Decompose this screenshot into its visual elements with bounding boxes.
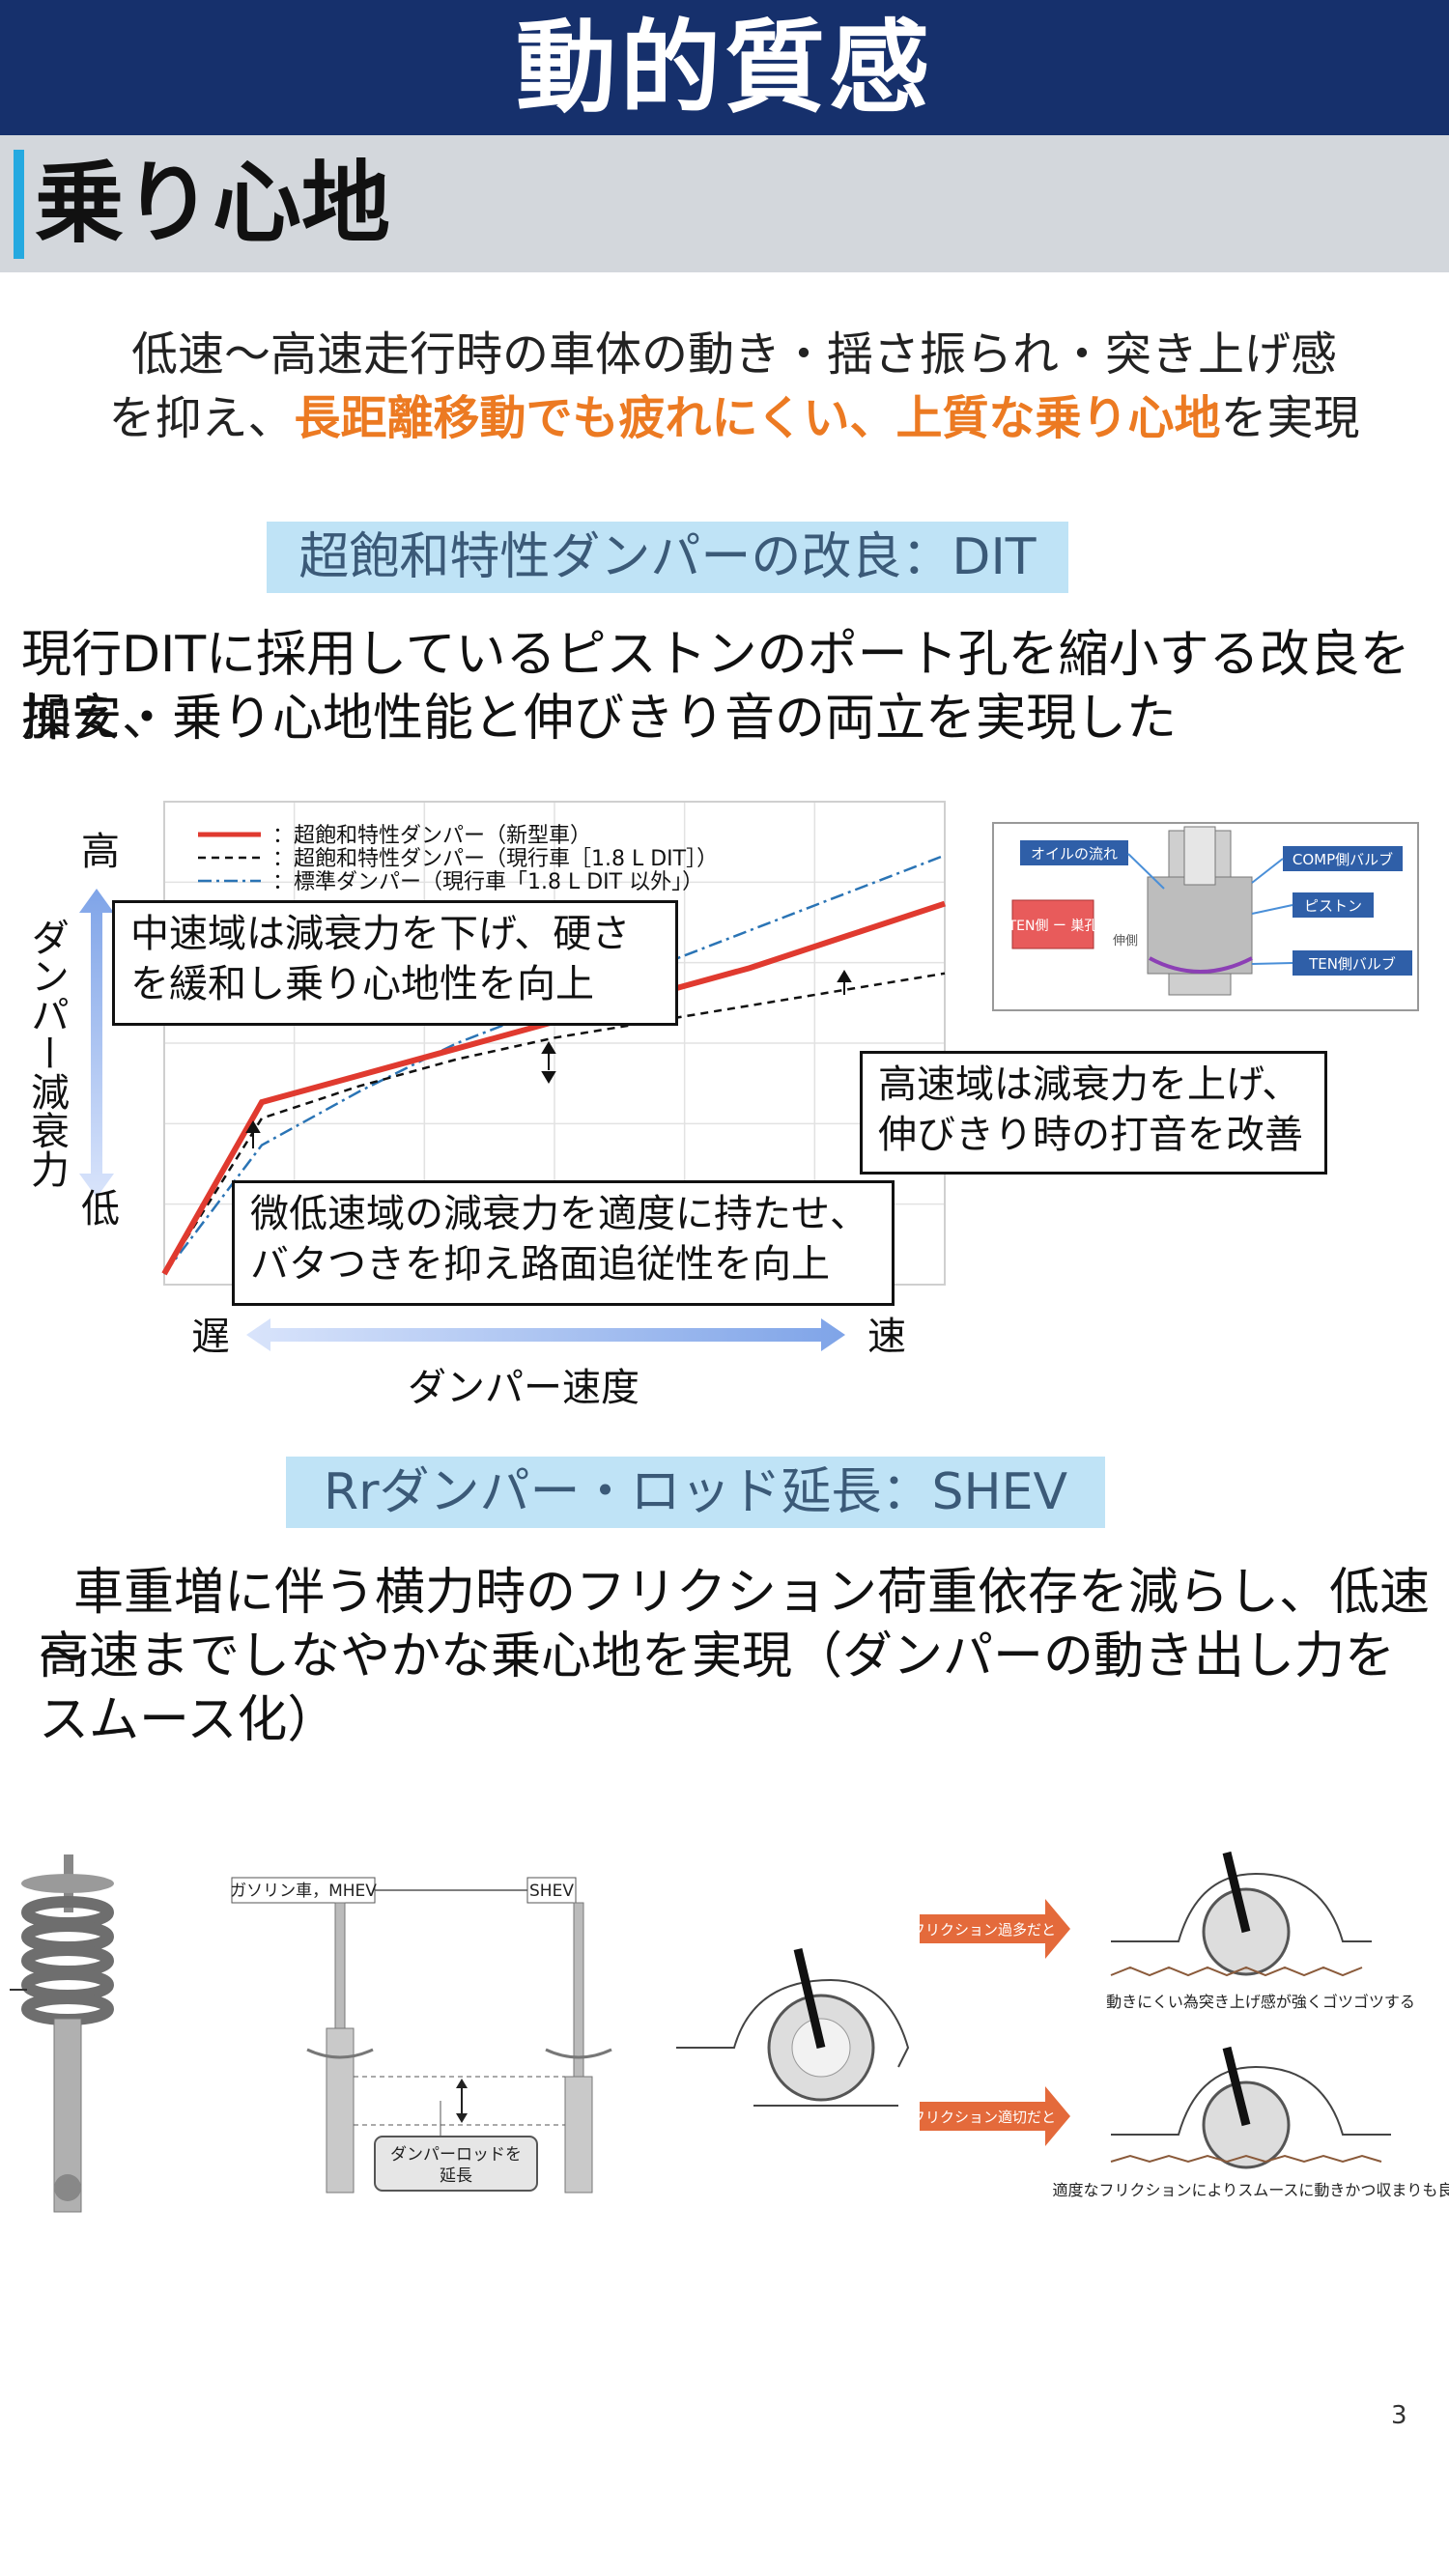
x-slow-label: 遅 bbox=[191, 1315, 230, 1359]
page-title: 動的質感 bbox=[515, 9, 933, 127]
callout-low-speed: 微低速域の減衰力を適度に持たせ、 バタつきを抑え路面追従性を向上 bbox=[232, 1180, 895, 1306]
series-line-current bbox=[162, 972, 946, 1275]
damper-chart: ：超飽和特性ダンパー（新型車） ：超飽和特性ダンパー（現行車［1.8 L DIT… bbox=[24, 801, 1419, 1410]
damper-comparison: ガソリン車，MHEV SHEV ダンパーロッドを 延長 bbox=[230, 1877, 612, 2194]
callout-high-line2: 伸びきり時の打音を改善 bbox=[878, 1113, 1303, 1157]
rod-label-line1: ダンパーロッドを bbox=[390, 2145, 522, 2165]
intro-prefix: を抑え、 bbox=[108, 391, 295, 445]
callout-high-line1: 高速域は減衰力を上げ、 bbox=[878, 1062, 1301, 1107]
legend-new: ：超飽和特性ダンパー（新型車） bbox=[272, 824, 591, 848]
coil-spring-strut bbox=[10, 1854, 114, 2213]
caption-proper: 適度なフリクションによりスムースに動きかつ収まりも良い bbox=[1053, 2181, 1449, 2199]
caption-excess: 動きにくい為突き上げ感が強くゴツゴツする bbox=[1106, 1993, 1415, 2011]
piston-label-extend: 伸側 bbox=[1113, 934, 1138, 948]
y-axis-arrow bbox=[79, 889, 114, 1198]
arrow-proper-label: フリクション適切だと bbox=[911, 2109, 1056, 2126]
section1-label: 超飽和特性ダンパーの改良：DIT bbox=[267, 522, 1068, 593]
section1-text-line2: 操安・乗り心地性能と伸びきり音の両立を実現した bbox=[21, 690, 1178, 748]
piston-label-ten-hole: TEN側 ー 巣孔 bbox=[1008, 919, 1098, 934]
page-number: 3 bbox=[1391, 2401, 1407, 2430]
rod-extension-diagram: ガソリン車，MHEV SHEV ダンパーロッドを 延長 フリクション過多だと フ… bbox=[10, 1851, 1449, 2213]
title-bar bbox=[0, 0, 1449, 135]
subtitle-bar bbox=[0, 135, 1449, 272]
arrow-excess-label: フリクション過多だと bbox=[911, 1921, 1056, 1939]
callout-low-line1: 微低速域の減衰力を適度に持たせ、 bbox=[250, 1192, 868, 1236]
intro-highlight: 長距離移動でも疲れにくい、上質な乗り心地 bbox=[294, 391, 1221, 445]
x-fast-label: 速 bbox=[867, 1315, 906, 1359]
piston-label-oil: オイルの流れ bbox=[1031, 845, 1118, 863]
legend-current: ：超飽和特性ダンパー（現行車［1.8 L DIT］） bbox=[272, 847, 718, 871]
y-high-label: 高 bbox=[74, 831, 119, 869]
indicator-arrows bbox=[245, 970, 852, 1148]
legend-standard: ：標準ダンパー（現行車「1.8 L DIT 以外」） bbox=[272, 870, 703, 894]
rod-label-line2: 延長 bbox=[440, 2166, 472, 2186]
wheel-illustration bbox=[676, 1947, 910, 2107]
wheel-excess-friction: 動きにくい為突き上げ感が強くゴツゴツする bbox=[1106, 1851, 1415, 2011]
callout-high-speed: 高速域は減衰力を上げ、 伸びきり時の打音を改善 bbox=[860, 1051, 1327, 1175]
x-axis-arrow bbox=[246, 1318, 845, 1351]
series-line-standard bbox=[163, 854, 946, 1275]
callout-mid-line1: 中速域は減衰力を下げ、硬さ bbox=[130, 912, 631, 956]
y-low-label: 低 bbox=[74, 1188, 120, 1227]
piston-label-comp: COMP側バルブ bbox=[1293, 851, 1393, 868]
section2-text-line1: 車重増に伴う横力時のフリクション荷重依存を減らし、低速～ bbox=[39, 1564, 1431, 1685]
piston-diagram: オイルの流れ COMP側バルブ ピストン TEN側 ー 巣孔 TEN側バルブ 伸… bbox=[992, 822, 1419, 1011]
section2-label: Rrダンパー・ロッド延長：SHEV bbox=[286, 1457, 1105, 1528]
callout-mid-line2: を緩和し乗り心地性を向上 bbox=[130, 962, 594, 1006]
wheel-proper-friction: 適度なフリクションによりスムースに動きかつ収まりも良い bbox=[1053, 2046, 1449, 2199]
section2-text-line2: 高速までしなやかな乗心地を実現（ダンパーの動き出し力を bbox=[39, 1628, 1396, 1685]
piston-label-ten-valve: TEN側バルブ bbox=[1308, 955, 1396, 973]
subtitle-accent bbox=[14, 150, 24, 259]
intro-line2: を抑え、長距離移動でも疲れにくい、上質な乗り心地を実現 bbox=[58, 386, 1410, 450]
page-subtitle: 乗り心地 bbox=[35, 152, 391, 255]
section2-text-line3: スムース化） bbox=[39, 1691, 338, 1749]
piston-label-piston: ピストン bbox=[1304, 897, 1362, 915]
friction-arrows: フリクション過多だと フリクション適切だと bbox=[911, 1899, 1070, 2146]
label-gasoline-mhev: ガソリン車，MHEV bbox=[230, 1882, 377, 1901]
label-shev: SHEV bbox=[529, 1882, 574, 1901]
callout-mid-speed: 中速域は減衰力を下げ、硬さ を緩和し乗り心地性を向上 bbox=[112, 900, 678, 1026]
intro-line1: 低速～高速走行時の車体の動き・揺さ振られ・突き上げ感 bbox=[130, 327, 1337, 382]
intro-suffix: を実現 bbox=[1220, 391, 1360, 445]
y-axis-label: ダンパー減衰力 bbox=[24, 918, 69, 1188]
callout-low-line2: バタつきを抑え路面追従性を向上 bbox=[250, 1242, 830, 1287]
x-axis-label: ダンパー速度 bbox=[408, 1366, 639, 1410]
section1-text-line1: 現行DITに採用しているピストンのポート孔を縮小する改良を加え、 bbox=[21, 626, 1410, 748]
